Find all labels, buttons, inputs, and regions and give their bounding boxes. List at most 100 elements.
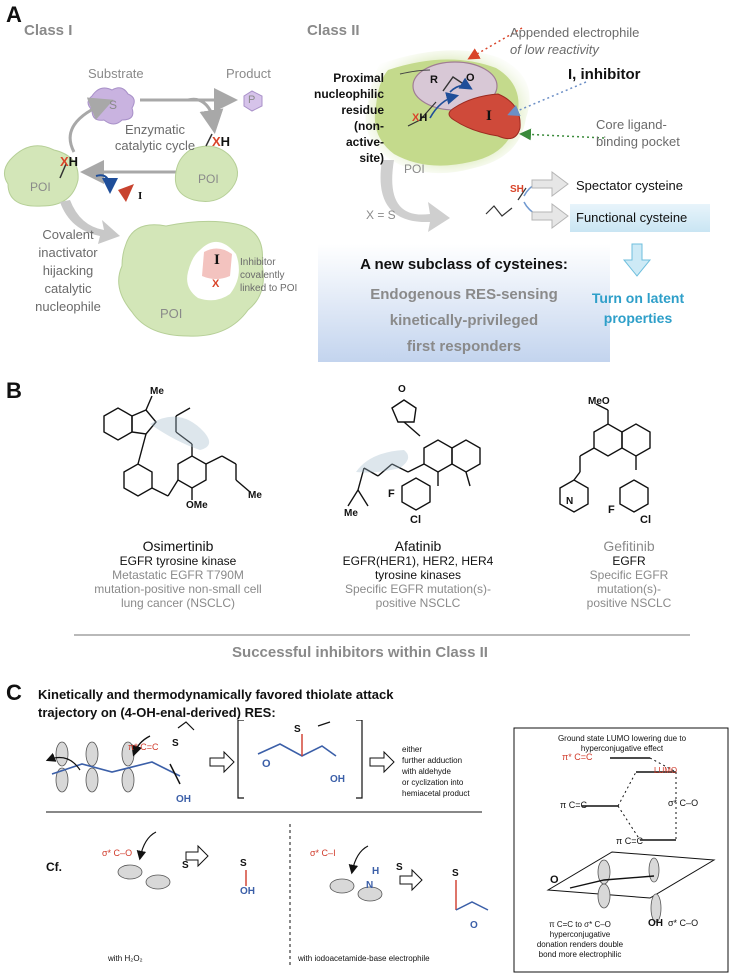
covalent-label: Covalent inactivator hijacking catalytic…: [18, 226, 118, 316]
c-oh-cf1: OH: [240, 886, 255, 897]
drug-desc-1: Specific EGFR: [589, 568, 669, 582]
poi-right-blob: [174, 145, 238, 202]
panel-c-letter: C: [6, 680, 22, 705]
panel-b-letter: B: [6, 378, 22, 403]
poi2-label: POI: [404, 162, 425, 176]
subclass-line-3: first responders: [406, 338, 522, 355]
drug-desc-1: Specific EGFR mutation(s)-: [344, 582, 492, 596]
drug-name: Afatinib: [394, 538, 442, 554]
either-3: with aldehyde: [402, 767, 451, 776]
c-with-iodo: with iodoacetamide-base electrophile: [298, 954, 430, 963]
c-pi-star: π* C=C: [128, 742, 159, 752]
poi-left-blob: [4, 145, 79, 207]
drug-target: EGFR(HER1), HER2, HER4: [342, 554, 494, 568]
c-o-cf2: O: [470, 920, 478, 931]
c-s-cf2: S: [396, 862, 403, 873]
mo-ground: Ground state LUMO lowering due to hyperc…: [520, 734, 724, 754]
product-label: Product: [226, 66, 271, 81]
core-line-1: Core ligand-: [596, 117, 667, 132]
pocket-x: X: [212, 278, 220, 290]
covalent-line-1: Covalent: [42, 227, 94, 242]
c2-r-label: R: [430, 74, 438, 86]
gef-n: N: [566, 496, 574, 507]
either-1: either: [402, 745, 423, 754]
gef-cl: Cl: [640, 514, 651, 526]
appended-line-1: Appended electrophile: [510, 25, 640, 40]
proximal-line-6: site): [359, 151, 384, 165]
covalent-line-5: nucleophile: [35, 299, 101, 314]
mo-explain-2: hyperconjugative: [549, 930, 611, 939]
mo-pi-star: π* C=C: [562, 752, 593, 762]
drug-desc-1: Metastatic EGFR T790M: [112, 568, 244, 582]
afa-o: O: [398, 384, 406, 395]
mo-sigma-star2: σ* C–O: [668, 918, 699, 928]
latent-line-2: properties: [603, 310, 673, 326]
c-either: either further adduction with aldehyde o…: [402, 744, 470, 799]
c-s-cf1b: S: [240, 858, 247, 869]
x-eq-s-label: X = S: [366, 208, 396, 222]
afa-me: Me: [344, 508, 358, 519]
product-p: P: [248, 94, 256, 106]
xh-left-h: H: [68, 154, 79, 169]
c-sigma-co: σ* C–O: [102, 848, 133, 858]
c2-inhibitor-i: I: [486, 108, 492, 124]
panel-b-molecules: [103, 395, 651, 513]
poi-right-label: POI: [198, 172, 219, 186]
class1-title: Class I: [24, 22, 73, 39]
substrate-label: Substrate: [88, 66, 144, 81]
either-5: hemiacetal product: [402, 789, 470, 798]
c2-xh: XH: [412, 112, 427, 124]
proximal-line-4: (non-: [354, 119, 384, 133]
proximal-label: Proximal nucleophilic residue (non- acti…: [306, 70, 384, 166]
c2-xh-x: X: [412, 112, 420, 124]
mo-explain: π C=C to σ* C–O hyperconjugative donatio…: [528, 920, 632, 960]
inhibitor-small-i: I: [138, 190, 143, 202]
c-s-bracket: S: [294, 724, 301, 735]
b-separator: [74, 634, 690, 636]
substrate-s: S: [109, 98, 118, 112]
drug-desc-3: lung cancer (NSCLC): [120, 596, 236, 610]
osi-nme2: Me: [248, 490, 262, 501]
xh-right-h: H: [220, 134, 231, 149]
proximal-line-5: active-: [345, 135, 384, 149]
c-with-h2o2: with H₂O₂: [108, 954, 143, 963]
cycle-label: Enzymatic catalytic cycle: [100, 122, 210, 154]
drug-osimertinib: Osimertinib EGFR tyrosine kinase Metasta…: [58, 538, 298, 610]
drug-name: Gefitinib: [603, 538, 655, 554]
covalent-line-2: inactivator: [38, 245, 98, 260]
mo-ground-2: hyperconjugative effect: [580, 744, 664, 753]
covalent-line-4: catalytic: [44, 281, 92, 296]
drug-desc-2: mutation(s)-: [596, 582, 661, 596]
covalent-line-3: hijacking: [42, 263, 94, 278]
either-2: further adduction: [402, 756, 463, 765]
subclass-title: A new subclass of cysteines:: [360, 256, 568, 273]
inhibitor-pocket: [202, 248, 232, 279]
mo-ground-1: Ground state LUMO lowering due to: [557, 734, 687, 743]
c-oh-1: OH: [176, 794, 191, 805]
drug-target: EGFR: [612, 554, 646, 568]
linked-line-2: covalently: [240, 270, 285, 281]
drug-name: Osimertinib: [142, 538, 214, 554]
successful-label: Successful inhibitors within Class II: [232, 644, 488, 661]
linked-line-3: linked to POI: [240, 283, 298, 294]
proximal-line-2: nucleophilic: [313, 87, 384, 101]
osi-ome: OMe: [186, 500, 208, 511]
mo-explain-1: π C=C to σ* C–O: [549, 920, 611, 929]
latent-label: Turn on latent properties: [590, 288, 686, 328]
c-cf: Cf.: [46, 860, 62, 874]
c-s-cf2b: S: [452, 868, 459, 879]
appended-label: Appended electrophile of low reactivity: [510, 24, 639, 58]
panel-c-title: Kinetically and thermodynamically favore…: [38, 686, 393, 722]
mo-oh: OH: [648, 918, 663, 929]
linked-line-1: Inhibitor: [240, 257, 276, 268]
proximal-line-1: Proximal: [333, 71, 384, 85]
drug-gefitinib: Gefitinib EGFR Specific EGFR mutation(s)…: [564, 538, 694, 610]
mo-box: [513, 727, 729, 973]
functional-label: Functional cysteine: [576, 210, 688, 225]
c-s-cf1: S: [182, 860, 189, 871]
c2-o-label: O: [466, 72, 475, 84]
product-hex: [243, 90, 263, 112]
c-s-minus: S: [172, 738, 179, 749]
inhibitor-linked-label: Inhibitor covalently linked to POI: [240, 256, 297, 295]
mo-explain-4: bond more electrophilic: [538, 950, 622, 959]
